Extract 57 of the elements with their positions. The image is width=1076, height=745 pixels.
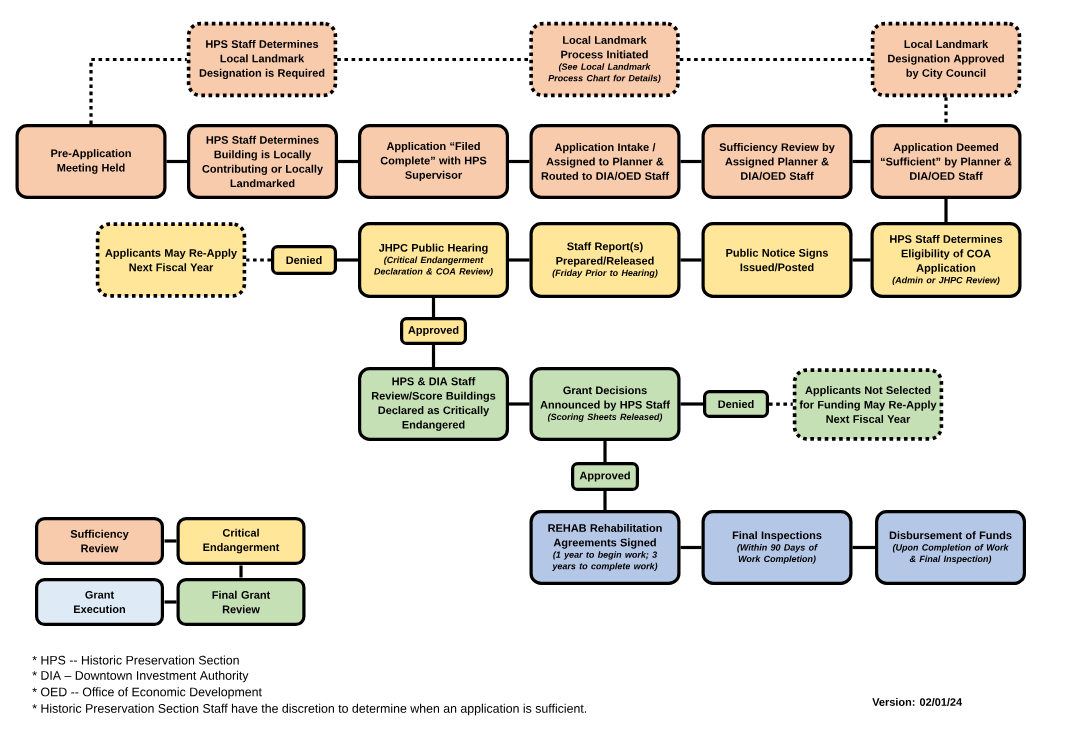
connector-line <box>89 57 187 124</box>
process-box: Final Inspections (Within 90 Days of Work Completion) <box>701 510 853 585</box>
connector-line <box>944 97 948 124</box>
connector-line <box>680 159 702 164</box>
dotted-process-box: Local Landmark Designation Approved by City Council <box>870 21 1022 98</box>
legend-box: Grant Execution <box>35 578 164 626</box>
outcome-box: Approved <box>400 317 467 345</box>
process-box: Staff Report(s) Prepared/Released (Friday Prior to Hearing) <box>529 222 681 298</box>
process-box: REHAB Rehabilitation Agreements Signed (1 year to begin work; 3 years to complete work) <box>529 510 681 585</box>
connector-line <box>603 491 607 510</box>
outcome-box: Denied <box>271 245 337 275</box>
connector-line <box>509 159 530 164</box>
footnote-text: * DIA – Downtown Investment Authority <box>32 670 249 683</box>
connector-line <box>509 402 530 406</box>
connector-line <box>680 258 702 262</box>
footnote-text: * OED -- Office of Economic Development <box>32 687 262 699</box>
process-box: HPS Staff Determines Eligibility of COA Application (Admin or JHPC Review) <box>870 222 1022 298</box>
process-box: Pre-Application Meeting Held <box>15 124 167 199</box>
footnote-text: * Historic Preservation Section Staff have the discretion to determine when an application is sufficient. <box>32 703 587 716</box>
process-box: HPS & DIA Staff Review/Score Buildings Declared as Critically Endangered <box>358 367 509 441</box>
connector-line <box>679 57 871 62</box>
process-box: Grant Decisions Announced by HPS Staff (Scoring Sheets Released) <box>529 367 681 441</box>
process-box: Sufficiency Review by Assigned Planner & DIA/OED Staff <box>701 124 853 199</box>
version-label: Version: 02/01/24 <box>872 697 963 707</box>
connector-line <box>603 441 607 462</box>
process-box: Public Notice Signs Issued/Posted <box>701 222 853 298</box>
legend-box: Sufficiency Review <box>35 517 164 565</box>
connector-line <box>769 402 793 406</box>
process-box: Disbursement of Funds (Upon Completion of Work & Final Inspection) <box>875 510 1026 585</box>
connector-line <box>246 258 271 262</box>
connector-line <box>509 258 530 262</box>
process-box: Application Deemed “Sufficient” by Planner & DIA/OED Staff <box>870 124 1022 199</box>
connector-line <box>852 545 875 550</box>
connector-line <box>431 298 436 317</box>
process-box: HPS Staff Determines Building is Locally Contributing or Locally Landmarked <box>187 124 338 199</box>
connector-line <box>680 402 703 406</box>
process-box: Application “Filed Complete” with HPS Supervisor <box>358 124 509 199</box>
legend-box: Final Grant Review <box>176 578 306 626</box>
process-box: Application Intake / Assigned to Planner & Routed to DIA/OED Staff <box>529 124 681 199</box>
footnote-text: * HPS -- Historic Preservation Section <box>32 655 239 665</box>
dotted-process-box: Applicants Not Selected for Funding May Re-Apply Next Fiscal Year <box>792 368 944 441</box>
outcome-box: Approved <box>571 462 639 491</box>
dotted-process-box: HPS Staff Determines Local Landmark Designation is Required <box>186 21 338 98</box>
connector-line <box>166 159 187 164</box>
connector-line <box>852 159 871 164</box>
outcome-box: Denied <box>703 390 769 418</box>
process-box: JHPC Public Hearing (Critical Endangerment Declaration & COA Review) <box>358 222 509 298</box>
connector-line <box>852 258 871 262</box>
connector-line <box>431 345 436 367</box>
dotted-process-box: Local Landmark Process Initiated (See Local Landmark Process Chart for Details) <box>529 21 680 98</box>
connector-line <box>680 545 702 550</box>
legend-box: Critical Endangerment <box>176 517 306 565</box>
connector-line <box>944 199 948 222</box>
dotted-process-box: Applicants May Re-Apply Next Fiscal Year <box>95 222 247 298</box>
connector-line <box>338 159 358 164</box>
connector-line <box>337 57 530 62</box>
connector-line <box>337 258 358 262</box>
